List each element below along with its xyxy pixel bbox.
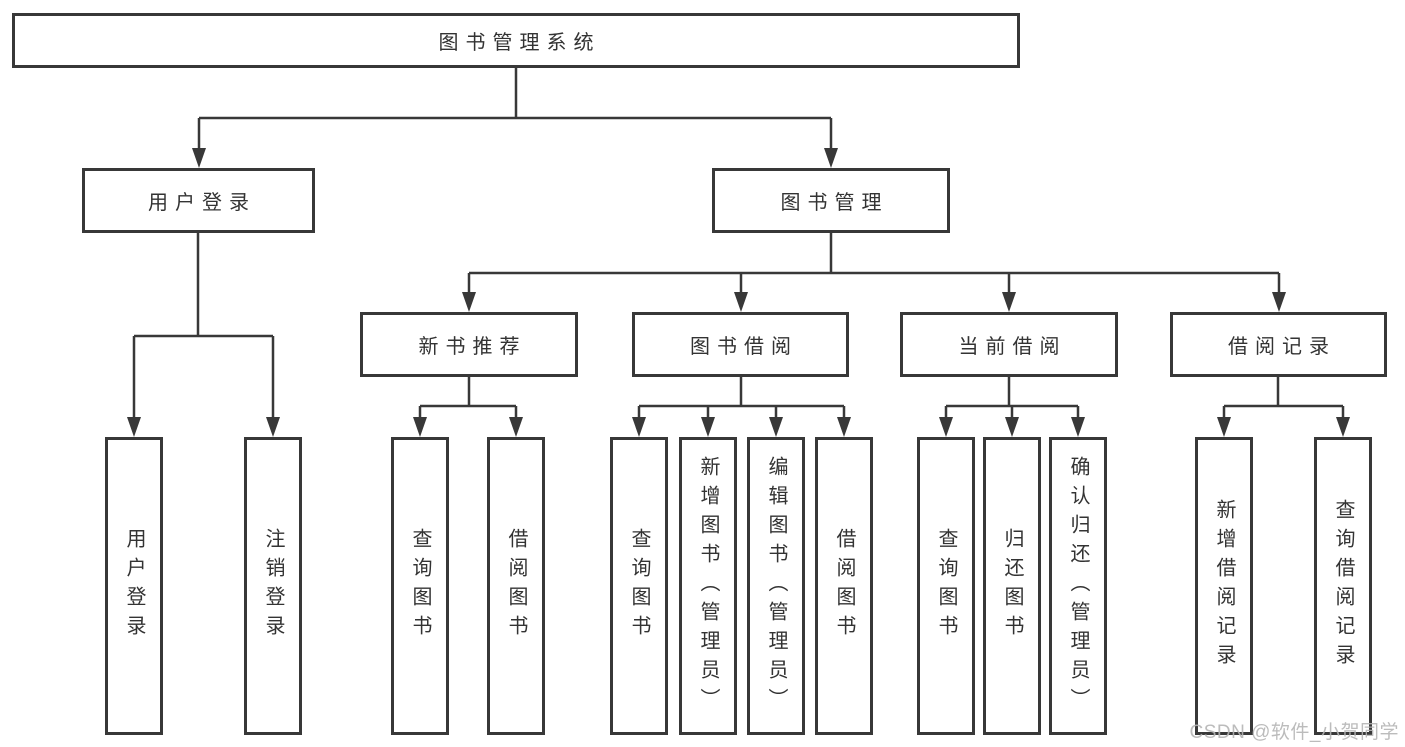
leaf-label: 查询图书 [628,528,650,644]
node-label: 图书管理系统 [438,32,601,54]
node-label: 借阅记录 [1228,336,1336,358]
leaf-label: 借阅图书 [505,528,527,644]
leaf-label: 归还图书 [1001,528,1023,644]
node-user-login: 用户登录 [82,168,315,233]
leaf-label: 查询图书 [409,528,431,644]
node-borrow-records: 借阅记录 [1170,312,1387,377]
node-current-borrowing: 当前借阅 [900,312,1118,377]
node-new-book-recommend: 新书推荐 [360,312,578,377]
csdn-watermark: CSDN @软件_小贺同学 [1189,722,1399,743]
leaf-newbook-borrow-books: 借阅图书 [487,437,545,735]
leaf-label: 新增图书（管理员） [697,455,719,717]
node-book-management: 图书管理 [712,168,950,233]
leaf-records-add-borrow-record: 新增借阅记录 [1195,437,1253,735]
node-book-borrowing: 图书借阅 [632,312,849,377]
leaf-label: 注销登录 [262,528,284,644]
leaf-borrowing-borrow-books: 借阅图书 [815,437,873,735]
leaf-label: 查询图书 [935,528,957,644]
node-label: 当前借阅 [958,336,1067,358]
leaf-label: 编辑图书（管理员） [765,455,787,717]
leaf-label: 借阅图书 [833,528,855,644]
leaf-borrowing-add-book-admin: 新增图书（管理员） [679,437,737,735]
leaf-label: 查询借阅记录 [1332,499,1354,673]
leaf-logout: 注销登录 [244,437,302,735]
leaf-current-return-books: 归还图书 [983,437,1041,735]
leaf-user-login: 用户登录 [105,437,163,735]
leaf-label: 确认归还（管理员） [1067,455,1089,717]
leaf-current-confirm-return-admin: 确认归还（管理员） [1049,437,1107,735]
leaf-records-query-borrow-record: 查询借阅记录 [1314,437,1372,735]
leaf-newbook-query-books: 查询图书 [391,437,449,735]
node-label: 新书推荐 [418,336,527,358]
leaf-borrowing-query-books: 查询图书 [610,437,668,735]
node-library-management-system: 图书管理系统 [12,13,1020,68]
leaf-borrowing-edit-book-admin: 编辑图书（管理员） [747,437,805,735]
node-label: 图书借阅 [690,336,798,358]
leaf-label: 新增借阅记录 [1213,499,1235,673]
node-label: 图书管理 [780,192,889,214]
leaf-label: 用户登录 [123,528,145,644]
node-label: 用户登录 [148,192,256,214]
leaf-current-query-books: 查询图书 [917,437,975,735]
